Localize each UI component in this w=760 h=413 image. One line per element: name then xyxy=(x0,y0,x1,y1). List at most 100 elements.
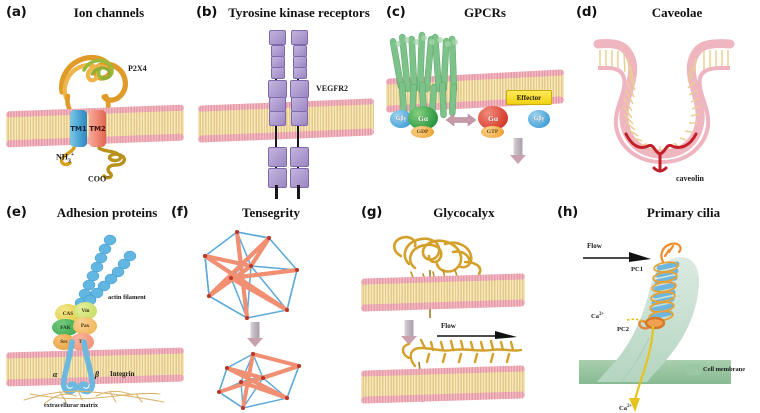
flow-arrow-icon xyxy=(437,331,517,339)
fa-protein-fak: FAK xyxy=(52,319,79,336)
panel-h-letter: (h) xyxy=(557,204,579,220)
panel-h-diagram: Flow PC1 PC2 Ca2+ Ca2+ Cell membrane xyxy=(535,222,760,413)
arrow-shaft xyxy=(513,138,523,156)
integrin-label: Integrin xyxy=(110,370,135,378)
integrin-beta-label: β xyxy=(95,370,100,379)
equilibrium-arrow-icon xyxy=(445,113,477,127)
panel-c-header: (c) GPCRs xyxy=(380,4,570,24)
panel-g-letter: (g) xyxy=(361,204,383,220)
panel-a-ion-channels: (a) Ion channels xyxy=(0,0,190,200)
panel-e-adhesion-proteins: (e) Adhesion proteins CAS Vin xyxy=(0,200,190,413)
g-beta-gamma-inactive: Gβγ xyxy=(390,110,412,128)
c-tail xyxy=(297,185,300,199)
panel-h-title: Primary cilia xyxy=(646,205,721,220)
cell-membrane-swatch xyxy=(687,364,700,375)
flow-response-arrow xyxy=(397,320,421,350)
c-terminus-label: COO− xyxy=(88,174,110,184)
panel-c-diagram: Gβγ Gα GDP Gα GTP Gβγ Effector xyxy=(380,22,570,200)
panel-b-title: Tyrosine kinase receptors xyxy=(228,5,370,20)
panel-e-title: Adhesion proteins xyxy=(56,205,158,220)
panel-d-title: Caveolae xyxy=(651,5,703,20)
panel-c-title: GPCRs xyxy=(464,5,506,20)
panel-a-header: (a) Ion channels xyxy=(0,4,190,24)
calcium-cytosol-label: Ca2+ xyxy=(619,404,633,413)
integrin-alpha-label: α xyxy=(53,370,58,379)
gtp-nucleotide: GTP xyxy=(481,126,504,138)
glycocalyx-extended-icon xyxy=(401,338,523,403)
ig-domain xyxy=(269,30,286,45)
panel-a-diagram: TM1 TM2 P2X4 NH3+ COO− xyxy=(0,22,190,200)
c-tail xyxy=(275,185,278,199)
glycocalyx-coiled-icon xyxy=(392,235,482,318)
ig-domain xyxy=(268,80,287,98)
panel-b-tyrosine-kinase-receptors: (b) Tyrosine kinase receptors xyxy=(190,0,380,200)
caveolin-label: caveolin xyxy=(676,174,704,183)
panel-d-header: (d) Caveolae xyxy=(570,4,760,24)
panel-g-glycocalyx: (g) Glycocalyx xyxy=(345,200,535,413)
panel-b-header: (b) Tyrosine kinase receptors xyxy=(190,4,380,24)
panel-g-header: (g) Glycocalyx xyxy=(345,204,535,224)
flow-label: Flow xyxy=(587,242,602,250)
cytoplasmic-tails-icon xyxy=(59,146,127,180)
ig-domain xyxy=(270,67,285,79)
extracellular-matrix-icon xyxy=(23,389,165,405)
ig-domain xyxy=(291,111,308,126)
integrin-icon xyxy=(60,339,96,395)
panel-f-header: (f) Tensegrity xyxy=(165,204,345,224)
ig-domain xyxy=(269,97,286,112)
extracellular-matrix-label: extracellurar matrix xyxy=(44,402,99,409)
polycystin-complex-icon xyxy=(626,242,682,412)
tm2-helix: TM2 xyxy=(89,110,106,147)
panel-e-header: (e) Adhesion proteins xyxy=(0,204,190,224)
panel-b-letter: (b) xyxy=(196,4,218,20)
panel-g-diagram: Flow xyxy=(345,222,535,413)
lipid-bilayer xyxy=(198,98,374,146)
ig-domain xyxy=(291,97,308,112)
arrow-head xyxy=(510,155,526,164)
p2x4-ectodomain-icon xyxy=(59,54,128,118)
tensegrity-deformed-icon xyxy=(217,352,301,410)
panel-h-header: (h) Primary cilia xyxy=(535,204,760,224)
ig-domain xyxy=(290,80,309,98)
caveola-invagination-icon xyxy=(593,39,735,173)
effector-box: Effector xyxy=(506,90,552,105)
downstream-signal-arrow xyxy=(506,138,530,168)
panel-d-caveolae: (d) Caveolae xyxy=(570,0,760,200)
actin-filament-label: actin filament xyxy=(108,294,146,301)
vegfr2-label: VEGFR2 xyxy=(316,84,348,93)
panel-g-title: Glycocalyx xyxy=(433,205,495,220)
cell-membrane-label: Cell membrane xyxy=(703,366,746,373)
panel-f-letter: (f) xyxy=(171,204,189,220)
panel-f-diagram xyxy=(165,222,345,413)
tm1-helix: TM1 xyxy=(70,110,87,147)
flow-arrow-icon xyxy=(583,252,651,262)
panel-d-letter: (d) xyxy=(576,4,598,20)
ig-domain xyxy=(269,111,286,126)
panel-f-tensegrity: (f) Tensegrity xyxy=(165,200,345,413)
pc1-label: PC1 xyxy=(631,266,644,273)
n-terminus-label: NH3+ xyxy=(56,152,75,165)
panel-d-diagram: caveolin xyxy=(570,22,760,200)
panel-c-gpcrs: (c) GPCRs xyxy=(380,0,570,200)
panel-b-diagram: VEGFR2 xyxy=(190,22,380,200)
gdp-nucleotide: GDP xyxy=(411,126,434,138)
flow-label: Flow xyxy=(441,322,456,330)
arrow-shaft xyxy=(250,322,260,339)
fa-protein-pax: Pax xyxy=(73,317,97,335)
deformation-arrow xyxy=(243,322,267,352)
kinase-domain xyxy=(268,147,287,167)
panel-e-letter: (e) xyxy=(6,204,27,220)
panel-e-diagram: CAS Vin FAK Pax Src Tal xyxy=(0,222,190,413)
calcium-influx-label: Ca2+ xyxy=(591,312,605,321)
panel-c-letter: (c) xyxy=(386,4,406,20)
gpcr-receptor-cluster-icon xyxy=(389,31,458,119)
arrow-shaft xyxy=(404,320,414,337)
tensegrity-relaxed-icon xyxy=(202,229,300,321)
pc2-label: PC2 xyxy=(617,326,630,333)
arrow-head xyxy=(401,336,417,345)
arrow-head xyxy=(247,338,263,347)
ig-domain xyxy=(292,67,307,79)
g-beta-gamma-released: Gβγ xyxy=(528,110,550,128)
ig-domain xyxy=(291,30,308,45)
